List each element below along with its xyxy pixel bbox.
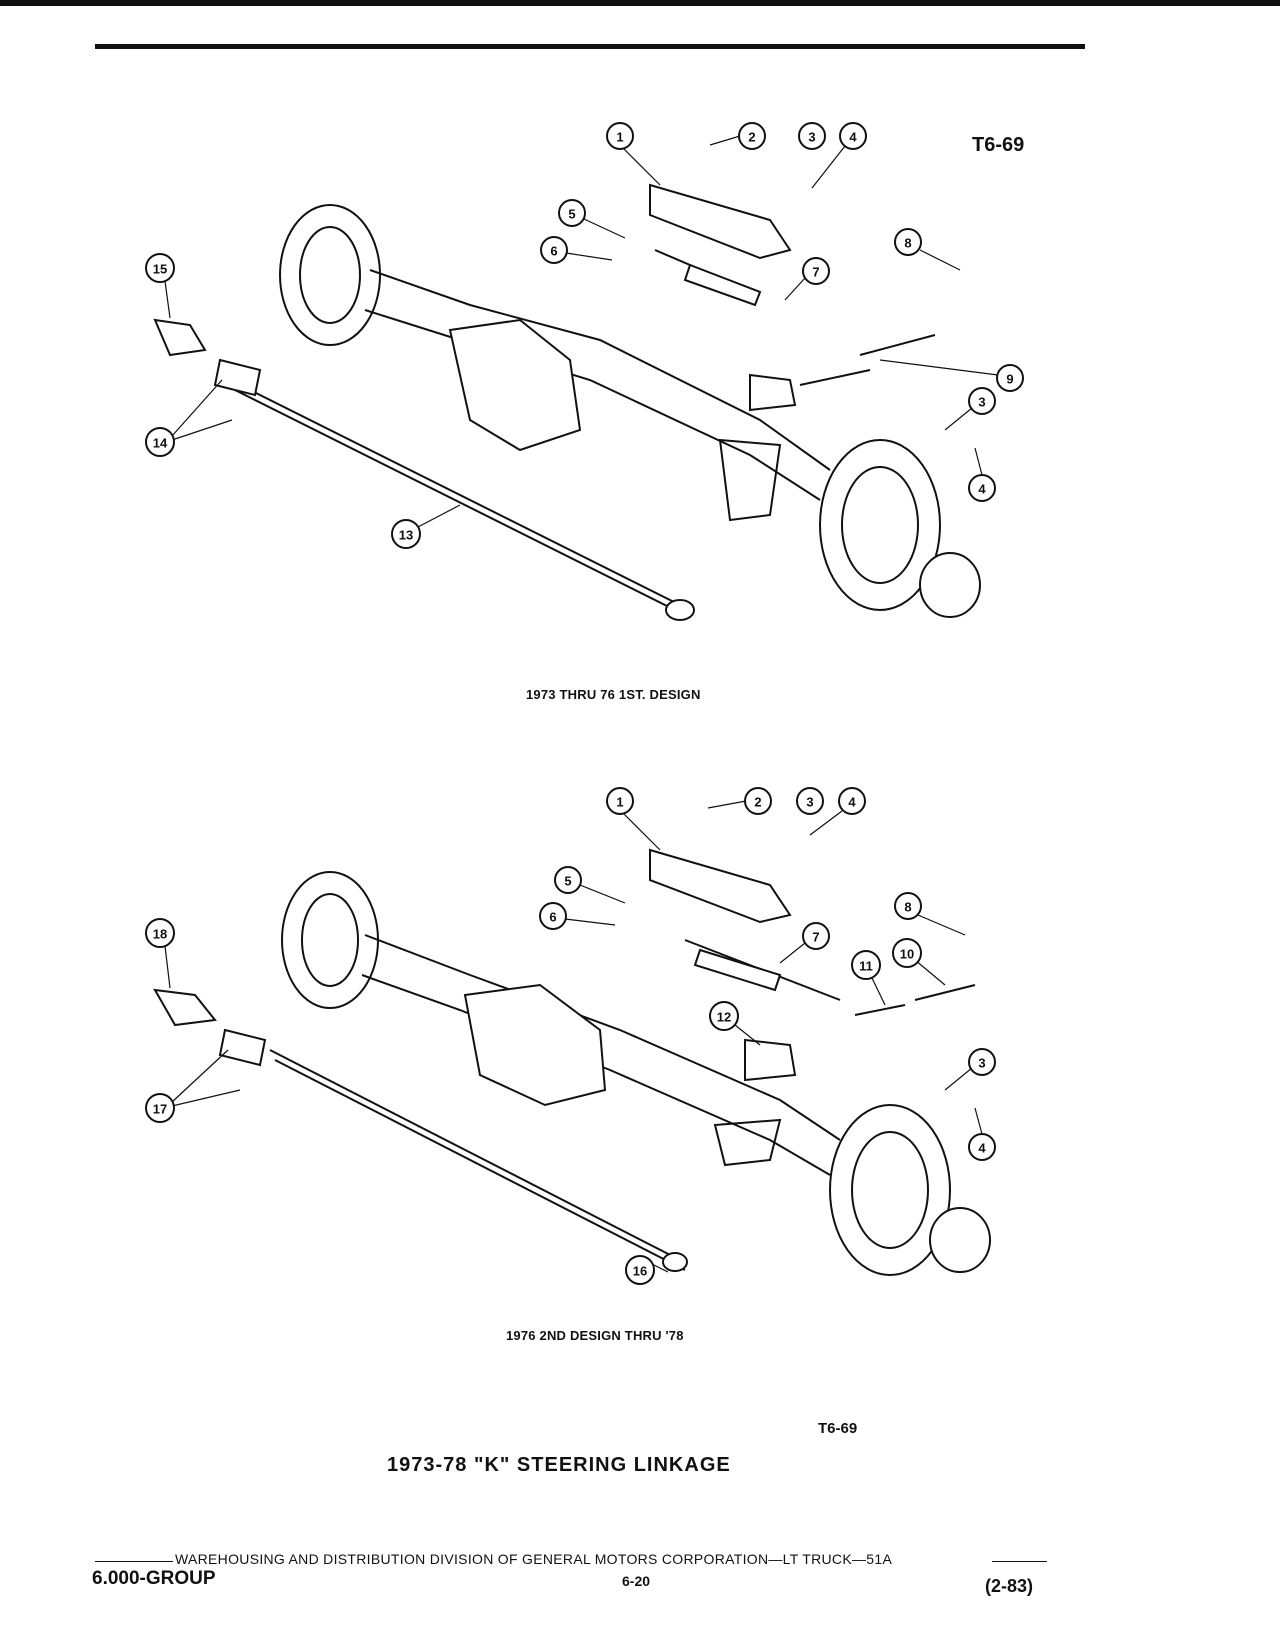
header-rule <box>95 44 1085 49</box>
callout-17-d2: 17 <box>145 1049 241 1123</box>
svg-text:1: 1 <box>616 130 623 145</box>
callout-8-d1: 8 <box>894 228 961 271</box>
callout-5-d2: 5 <box>554 866 626 904</box>
svg-text:3: 3 <box>808 130 815 145</box>
footer-date: (2-83) <box>985 1576 1034 1596</box>
callout-13-d1: 13 <box>391 504 461 549</box>
steering-arm-1 <box>649 183 792 260</box>
callout-8-d2: 8 <box>894 892 966 936</box>
svg-text:5: 5 <box>568 207 575 222</box>
tie-rod-13 <box>219 374 681 606</box>
callout-9-d1: 9 <box>879 359 1024 392</box>
callout-12-d2: 12 <box>709 1001 761 1046</box>
footer-group: 6.000-GROUP <box>92 1568 216 1589</box>
svg-text:8: 8 <box>904 236 911 251</box>
figure-code-top: T6-69 <box>972 134 1025 156</box>
svg-text:12: 12 <box>717 1010 731 1025</box>
svg-text:4: 4 <box>849 130 857 145</box>
callout-14-d1: 14 <box>145 379 233 457</box>
callout-3-d1: 3 <box>798 122 826 150</box>
svg-text:16: 16 <box>633 1264 647 1279</box>
tie-rod-2 <box>269 1049 681 1261</box>
svg-text:6: 6 <box>550 244 557 259</box>
svg-text:3: 3 <box>978 1056 985 1071</box>
svg-text:4: 4 <box>848 795 856 810</box>
callout-7-d1: 7 <box>784 257 830 301</box>
tie-rod-end-18 <box>153 988 217 1027</box>
callout-4b-d1: 4 <box>968 447 996 502</box>
footer-right-rule <box>992 1561 1047 1562</box>
svg-text:2: 2 <box>748 130 755 145</box>
idler-2 <box>744 1038 797 1082</box>
footer-publisher-line: WAREHOUSING AND DISTRIBUTION DIVISION OF… <box>175 1551 893 1567</box>
callout-1-d2: 1 <box>606 787 661 851</box>
callout-5-d1: 5 <box>558 199 626 239</box>
svg-text:4: 4 <box>978 1141 986 1156</box>
callout-4-d2: 4 <box>809 787 866 836</box>
svg-text:13: 13 <box>399 528 413 543</box>
callout-6-d1: 6 <box>540 236 613 264</box>
svg-text:18: 18 <box>153 927 167 942</box>
svg-text:3: 3 <box>978 395 985 410</box>
page-title: 1973-78 "K" STEERING LINKAGE <box>387 1454 731 1476</box>
diagram-2-caption: 1976 2ND DESIGN THRU '78 <box>506 1328 684 1343</box>
callout-6-d2: 6 <box>539 902 616 930</box>
svg-text:4: 4 <box>978 482 986 497</box>
clamp-14 <box>213 358 262 397</box>
adjuster-11 <box>854 1004 906 1016</box>
tie-rod-end-9 <box>859 334 936 356</box>
svg-text:14: 14 <box>153 436 168 451</box>
svg-text:5: 5 <box>564 874 571 889</box>
idler-1 <box>749 373 797 412</box>
callout-11-d2: 11 <box>851 950 886 1006</box>
callout-16-d2: 16 <box>625 1255 669 1285</box>
figure-code-bottom: T6-69 <box>818 1420 858 1437</box>
clamp-17 <box>218 1028 267 1067</box>
diagram-1-caption: 1973 THRU 76 1ST. DESIGN <box>526 687 701 702</box>
callout-3b-d1: 3 <box>944 387 996 431</box>
tie-rod-end-15 <box>153 318 207 357</box>
svg-text:10: 10 <box>900 947 914 962</box>
callout-10-d2: 10 <box>892 938 946 986</box>
callout-4-d1: 4 <box>811 122 867 189</box>
callout-15-d1: 15 <box>145 253 175 319</box>
svg-text:7: 7 <box>812 265 819 280</box>
callout-3b-d2: 3 <box>944 1048 996 1091</box>
svg-text:6: 6 <box>549 910 556 925</box>
footer-left-rule <box>95 1561 173 1562</box>
callout-18-d2: 18 <box>145 918 175 989</box>
steering-arm-2 <box>649 848 792 924</box>
callout-2-d1: 2 <box>709 122 766 150</box>
tie-rod-end-10 <box>914 984 976 1001</box>
svg-text:15: 15 <box>153 262 167 277</box>
callout-2-d2: 2 <box>707 787 772 815</box>
svg-text:3: 3 <box>806 795 813 810</box>
svg-text:11: 11 <box>859 959 873 974</box>
svg-text:1: 1 <box>616 795 623 810</box>
footer-page-number: 6-20 <box>622 1573 651 1589</box>
svg-text:9: 9 <box>1006 372 1013 387</box>
callout-1-d1: 1 <box>606 122 661 186</box>
callout-4b-d2: 4 <box>968 1107 996 1161</box>
top-edge-border <box>0 0 1280 6</box>
svg-text:8: 8 <box>904 900 911 915</box>
svg-text:17: 17 <box>153 1102 167 1117</box>
callout-7-d2: 7 <box>779 922 830 964</box>
axle-assembly-1 <box>279 204 981 618</box>
axle-assembly-2 <box>281 871 991 1276</box>
callout-3-d2: 3 <box>796 787 824 815</box>
svg-text:7: 7 <box>812 930 819 945</box>
svg-text:2: 2 <box>754 795 761 810</box>
